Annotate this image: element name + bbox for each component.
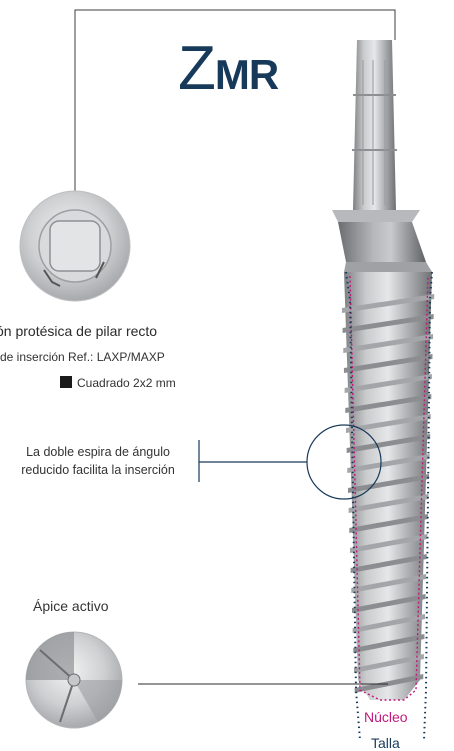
thread-ridge xyxy=(351,574,427,593)
thread-ridge xyxy=(350,554,427,573)
thread-ridge xyxy=(343,354,433,373)
threaded-body xyxy=(341,272,435,700)
thread-ridge xyxy=(342,314,434,333)
brand-logo: ZMR xyxy=(178,34,279,103)
thread-ridge xyxy=(347,454,430,473)
square-icon xyxy=(60,376,72,388)
thread-ridge xyxy=(345,414,431,433)
connection-title: ón protésica de pilar recto xyxy=(0,323,158,339)
size-label: Talla xyxy=(371,735,400,751)
abutment xyxy=(332,40,432,272)
square-text: Cuadrado 2x2 mm xyxy=(77,376,176,390)
thread-ridge xyxy=(344,374,432,393)
connection-top-view xyxy=(19,190,131,302)
core-label: Núcleo xyxy=(364,709,408,725)
thread-note: La doble espira de ángulo reducido facil… xyxy=(0,443,196,479)
connection-square-label: Cuadrado 2x2 mm xyxy=(60,376,176,390)
thread-ridge xyxy=(354,674,424,693)
connection-insertion-ref: de inserción Ref.: LAXP/MAXP xyxy=(0,350,165,364)
thread-ridge xyxy=(347,474,430,493)
apex-label: Ápice activo xyxy=(33,598,109,614)
thread-ridge xyxy=(351,594,426,613)
thread-ridge xyxy=(353,634,425,653)
thread-callout xyxy=(198,424,382,500)
thread-ridge xyxy=(352,614,426,633)
thread-ridge xyxy=(345,394,432,413)
thread-ridge xyxy=(341,294,435,313)
thread-note-line2: reducido facilita la inserción xyxy=(21,463,175,477)
thread-ridge xyxy=(346,434,431,453)
thread-ridge xyxy=(349,534,428,553)
frame-line xyxy=(74,9,396,194)
apex-view xyxy=(25,631,123,729)
thread-ridge xyxy=(343,334,434,353)
thread-ridge xyxy=(348,494,429,513)
thread-note-line1: La doble espira de ángulo xyxy=(26,445,170,459)
thread-ridge xyxy=(353,654,424,673)
thread-ridge xyxy=(349,514,428,533)
core-outline xyxy=(349,275,429,701)
